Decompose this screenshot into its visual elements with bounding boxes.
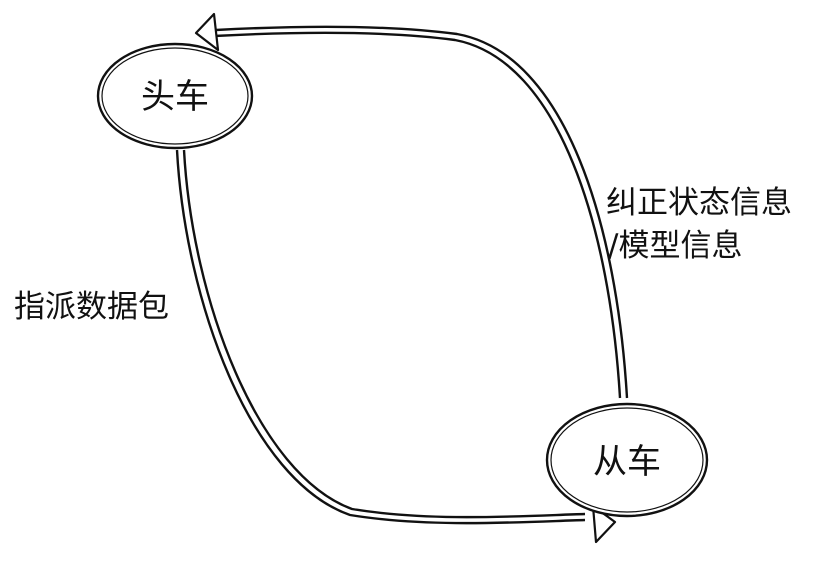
follower-vehicle-label: 从车 xyxy=(593,442,661,482)
feedback-edge xyxy=(213,25,629,399)
follower-vehicle-node: 从车 xyxy=(545,402,709,518)
lead-vehicle-node: 头车 xyxy=(96,42,254,150)
feedback-edge-label-line2: /模型信息 xyxy=(608,228,742,264)
lead-vehicle-label: 头车 xyxy=(141,77,209,117)
dispatch-edge-label: 指派数据包 xyxy=(14,289,169,325)
dispatch-edge xyxy=(175,149,586,525)
feedback-edge-label-line1: 纠正状态信息 xyxy=(606,185,792,221)
feedback-arrowhead xyxy=(194,12,220,52)
